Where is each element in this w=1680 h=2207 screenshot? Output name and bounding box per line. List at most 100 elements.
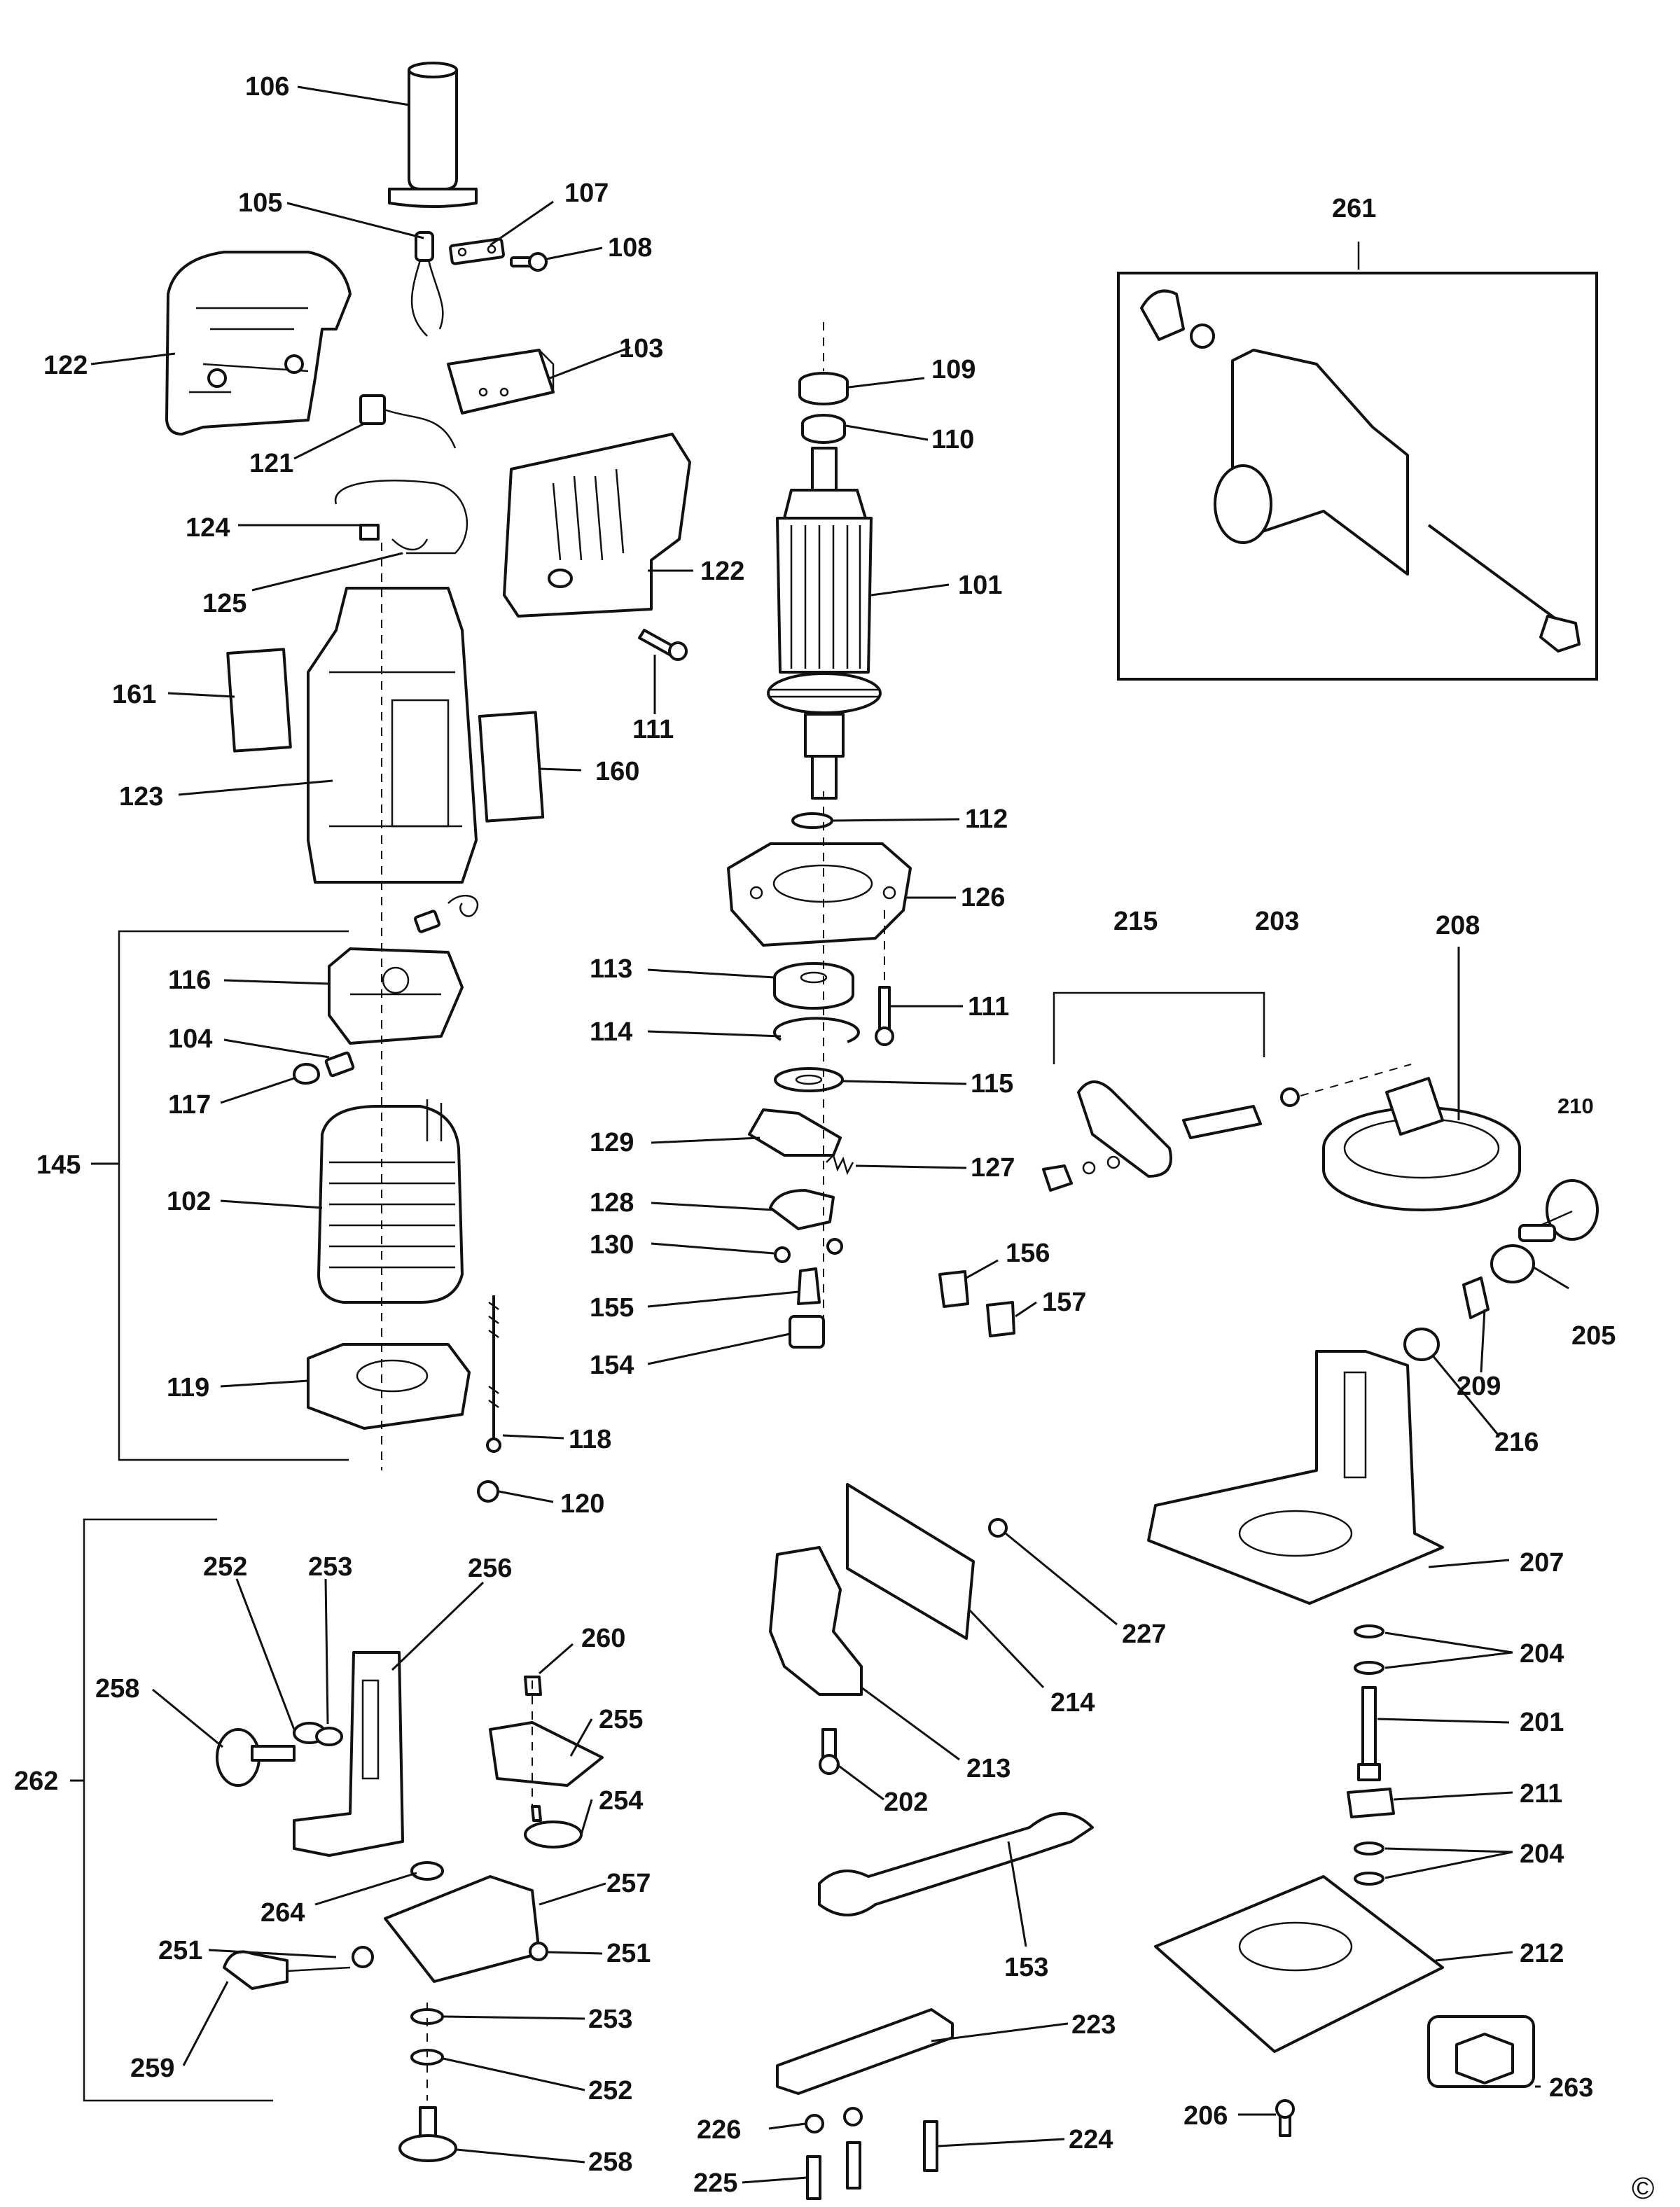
part-204-washer-d [1354,1872,1384,1886]
part-111-screw-a [638,629,688,661]
part-209-bushing [1462,1276,1490,1319]
label-161: 161 [112,680,156,709]
label-112: 112 [965,805,1008,834]
label-145: 145 [36,1150,81,1180]
part-157-cap [986,1301,1015,1337]
part-118-tie-rod [486,1295,501,1453]
label-104: 104 [168,1024,212,1054]
part-161-label [226,648,292,753]
part-112-washer [791,812,833,829]
label-157: 157 [1042,1288,1086,1317]
label-204-a: 204 [1520,1639,1564,1669]
part-127-spring [826,1153,854,1176]
label-126: 126 [961,883,1005,912]
label-103: 103 [619,334,663,363]
part-225-screw [806,2155,821,2200]
part-104-brush [324,1051,355,1078]
part-204-washer-b [1354,1661,1384,1675]
label-215: 215 [1113,907,1158,936]
label-205: 205 [1571,1321,1616,1351]
group-145-bracket [118,930,349,1461]
label-258-b: 258 [588,2147,632,2177]
label-111-b: 111 [968,992,1009,1022]
part-204-washer-a [1354,1624,1384,1638]
label-202: 202 [884,1788,928,1817]
part-labels: 106 105 107 108 122 103 121 124 125 122 … [14,72,1616,2198]
label-253-a: 253 [308,1552,352,1582]
part-119-end-plate [307,1343,471,1430]
label-105: 105 [238,188,282,218]
leader-lines [70,85,1569,2184]
part-223-guide [776,2008,954,2095]
label-102: 102 [167,1187,211,1216]
label-121: 121 [249,449,293,478]
part-124-125-wires [334,480,468,555]
label-127: 127 [971,1153,1015,1183]
label-211: 211 [1520,1779,1562,1809]
part-130-screw [774,1246,791,1263]
part-116-brush-holder [328,947,464,1045]
part-115-washer [774,1067,844,1092]
label-259: 259 [130,2054,174,2083]
group-215-bracket [1053,991,1265,1064]
label-106: 106 [245,72,289,102]
part-224-screw [923,2120,938,2172]
label-160: 160 [595,757,639,786]
part-155-nut [797,1267,821,1305]
part-111-screw-b [875,910,894,1046]
label-261: 261 [1332,194,1376,223]
part-126-bearing-housing [727,842,912,947]
label-122-left: 122 [43,351,88,380]
part-121-lead [359,394,457,449]
label-214: 214 [1050,1688,1095,1718]
part-114-circlip [772,1017,860,1043]
label-208: 208 [1436,911,1480,940]
label-225: 225 [693,2168,737,2198]
label-213: 213 [966,1754,1011,1783]
part-122-cover [503,433,691,618]
label-154: 154 [590,1351,634,1380]
part-210-knob [1518,1179,1599,1242]
label-256: 256 [468,1554,512,1583]
label-203: 203 [1255,907,1299,936]
part-110-bearing [801,414,846,444]
label-254: 254 [599,1786,643,1816]
part-211-nut [1347,1788,1395,1818]
part-226-nut [805,2114,824,2133]
label-108: 108 [608,233,652,263]
label-125: 125 [202,589,247,618]
part-123-motor-housing [307,587,478,884]
part-204-washer-c [1354,1842,1384,1856]
part-216-ring [1403,1328,1440,1361]
label-109: 109 [931,355,976,384]
label-153: 153 [1004,1953,1048,1982]
part-207-base [1147,1350,1444,1605]
label-201: 201 [1520,1708,1564,1737]
part-106-handle [388,62,478,208]
label-116: 116 [168,966,211,995]
part-107-clamp-plate [449,237,505,265]
part-108-screw [510,252,548,272]
part-103-switch [447,349,555,415]
part-154-nut [789,1315,825,1349]
label-124: 124 [186,513,230,543]
part-212-base-plate [1154,1875,1444,2053]
copyright-mark: © [1632,2171,1654,2206]
part-102-field [317,1099,464,1304]
label-113: 113 [590,954,632,984]
label-209: 209 [1457,1372,1501,1401]
label-156: 156 [1006,1239,1050,1268]
label-263: 263 [1549,2073,1593,2103]
label-107: 107 [564,179,609,208]
label-210: 210 [1557,1094,1594,1118]
label-101: 101 [958,571,1002,600]
label-252-a: 252 [203,1552,247,1582]
label-130: 130 [590,1230,634,1260]
label-119: 119 [167,1373,209,1402]
part-201-bolt [1357,1686,1381,1781]
label-120: 120 [560,1489,604,1519]
label-252-b: 252 [588,2076,632,2105]
label-226: 226 [697,2115,741,2145]
label-110: 110 [931,425,974,454]
part-156-cap [938,1270,969,1308]
